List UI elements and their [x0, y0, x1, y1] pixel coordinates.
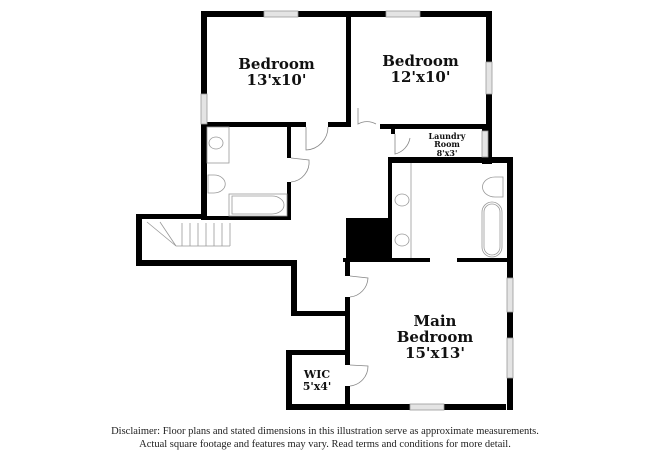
room-label-bedroom-1: Bedroom 13'x10'	[214, 55, 339, 89]
room-dims: 5'x4'	[302, 379, 332, 393]
room-label-main-bedroom: Main Bedroom 15'x13'	[380, 312, 490, 362]
room-label-bedroom-2: Bedroom 12'x10'	[358, 52, 483, 86]
windows	[200, 10, 514, 411]
room-name: Bedroom	[238, 55, 315, 73]
room-name-line2: Bedroom	[396, 327, 474, 346]
room-label-wic: WIC 5'x4'	[296, 369, 338, 392]
room-dims: 13'x10'	[246, 70, 307, 89]
room-dims: 15'x13'	[405, 343, 465, 362]
disclaimer-line-1: Disclaimer: Floor plans and stated dimen…	[111, 426, 539, 437]
room-name-line1: Main	[413, 312, 457, 330]
room-name: WIC	[303, 368, 331, 381]
room-name-line2: Room	[434, 139, 460, 150]
room-dims: 12'x10'	[390, 67, 451, 86]
disclaimer: Disclaimer: Floor plans and stated dimen…	[0, 425, 650, 451]
room-dims: 8'x3'	[436, 147, 458, 158]
doors	[290, 108, 411, 387]
fixtures	[146, 126, 504, 258]
room-label-laundry: Laundry Room 8'x3'	[415, 131, 479, 158]
room-name: Bedroom	[382, 52, 459, 70]
stairs	[146, 221, 231, 247]
disclaimer-line-2: Actual square footage and features may v…	[139, 439, 511, 450]
room-name-line1: Laundry	[428, 131, 466, 141]
